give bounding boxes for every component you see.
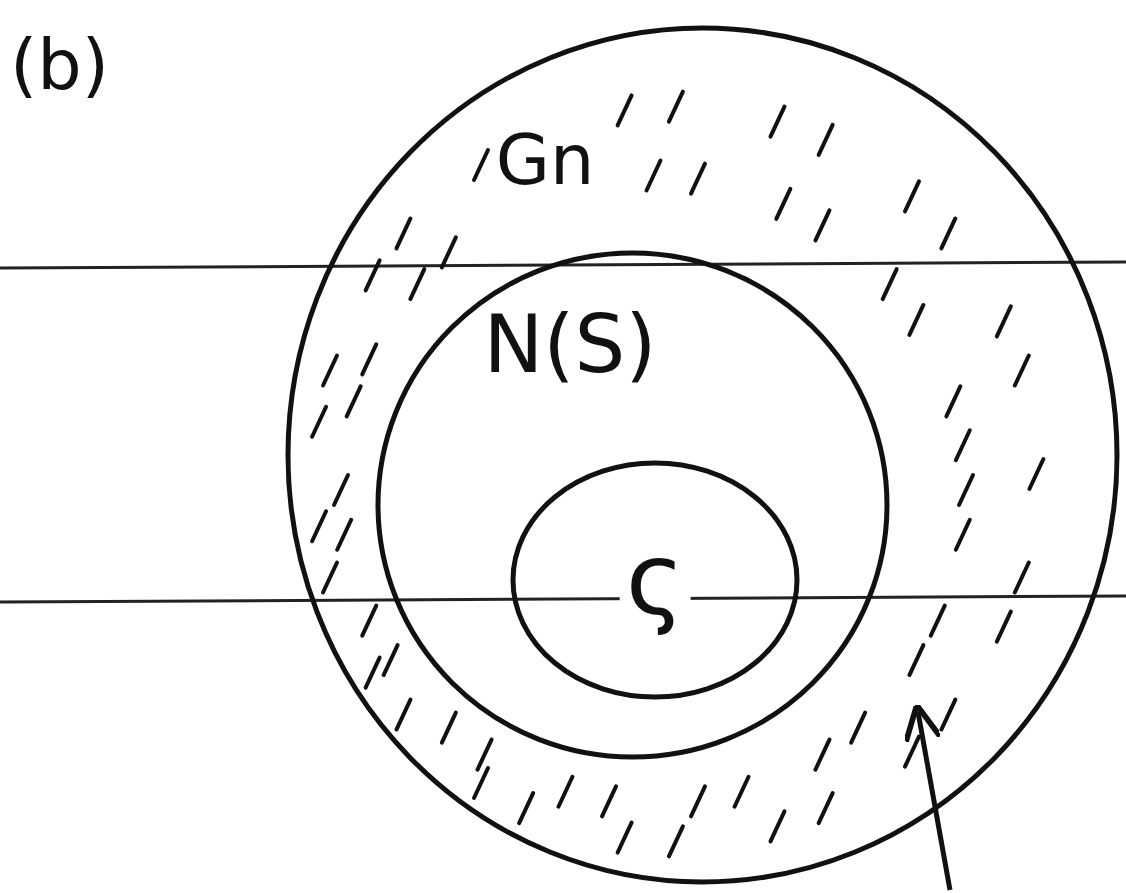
hatch-stroke [1015,562,1029,592]
hatch-stroke [997,306,1011,336]
hatch-stroke [478,740,492,770]
hatch-stroke [618,95,632,125]
hatch-stroke [442,713,456,743]
hatch-stroke [669,92,683,122]
hatch-stroke [384,645,398,675]
hatch-stroke [905,181,919,211]
outer-circle-outline [285,25,1120,885]
hatch-stroke [735,777,749,807]
hatch-stroke [883,269,897,299]
hatch-stroke [691,786,705,816]
ruled-line [0,596,1126,602]
hatch-stroke [669,826,683,856]
hatch-stroke [819,125,833,155]
hatch-stroke [474,768,488,798]
hatch-stroke [997,612,1011,642]
hatch-stroke [1015,356,1029,386]
hatch-stroke [691,164,705,194]
hatch-stroke [312,407,326,437]
hatch-stroke [334,475,348,505]
hatch-stroke [647,161,661,191]
hatch-stroke [941,218,955,248]
hatch-stroke [362,606,376,636]
region-label: Gn [496,125,595,195]
hatch-stroke [396,218,410,248]
hatch-stroke [618,823,632,853]
middle-circle: N(S) ς [375,250,890,760]
figure-label: (b) [10,30,109,100]
hatch-stroke [946,386,960,416]
hatch-stroke [474,150,488,180]
region-label: ς [620,528,691,632]
hatch-stroke [366,260,380,290]
hatch-stroke [851,713,865,743]
hatch-stroke [819,793,833,823]
hatch-stroke [905,737,919,767]
hatching [312,92,1043,857]
hatch-stroke [770,811,784,841]
region-label: N(S) [483,305,656,385]
hatch-stroke [602,786,616,816]
hatch-stroke [366,658,380,688]
hatch-stroke [323,562,337,592]
hatch-stroke [959,475,973,505]
hatch-stroke [956,430,970,460]
hatch-stroke [337,520,351,550]
hatch-stroke [815,210,829,240]
hatch-stroke [776,189,790,219]
hatch-stroke [442,237,456,267]
hatch-stroke [909,645,923,675]
outer-circle: GnN(S) ς [285,25,1120,885]
hatch-stroke [931,606,945,636]
hatch-stroke [956,520,970,550]
hatch-stroke [347,386,361,416]
hatch-stroke [396,700,410,730]
hatch-stroke [323,356,337,386]
hatch-stroke [909,305,923,335]
hatch-stroke [362,344,376,374]
hatch-stroke [312,511,326,541]
hatch-stroke [815,740,829,770]
hatch-stroke [519,793,533,823]
hatch-stroke [558,777,572,807]
hatch-stroke [941,700,955,730]
hatch-stroke [1029,459,1043,489]
hatch-stroke [770,107,784,137]
inner-circle: ς [510,460,800,700]
hatch-stroke [410,269,424,299]
